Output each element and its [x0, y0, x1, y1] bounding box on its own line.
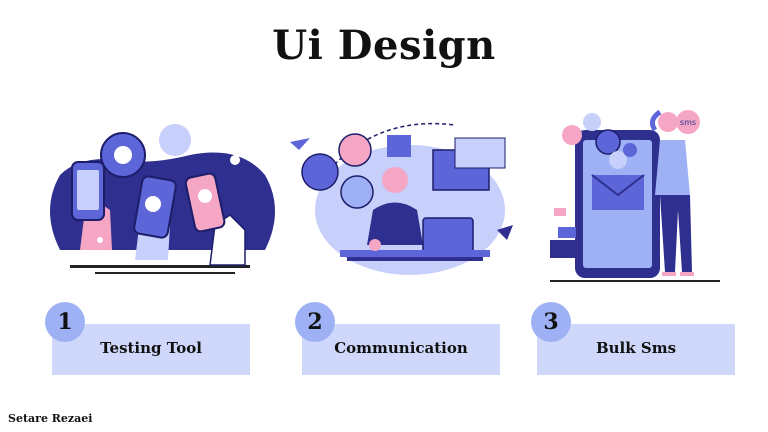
sms-bubble-text: sms [680, 118, 696, 127]
card-bulk-sms[interactable]: Bulk Sms [537, 324, 735, 375]
number-badge: 1 [45, 302, 85, 342]
page-title: Ui Design [272, 22, 496, 69]
card-label: Testing Tool [100, 339, 202, 357]
author-credit: Setare Rezaei [8, 412, 93, 425]
number-badge: 2 [295, 302, 335, 342]
communication-illustration [290, 122, 513, 275]
card-label: Bulk Sms [595, 339, 677, 357]
card-testing-tool[interactable]: Testing Tool [52, 324, 250, 375]
number-badge: 3 [531, 302, 571, 342]
card-label: Communication [334, 339, 468, 357]
card-communication[interactable]: Communication [302, 324, 500, 375]
testing-tool-illustration [50, 124, 275, 274]
bulk-sms-illustration: sms [550, 109, 720, 282]
